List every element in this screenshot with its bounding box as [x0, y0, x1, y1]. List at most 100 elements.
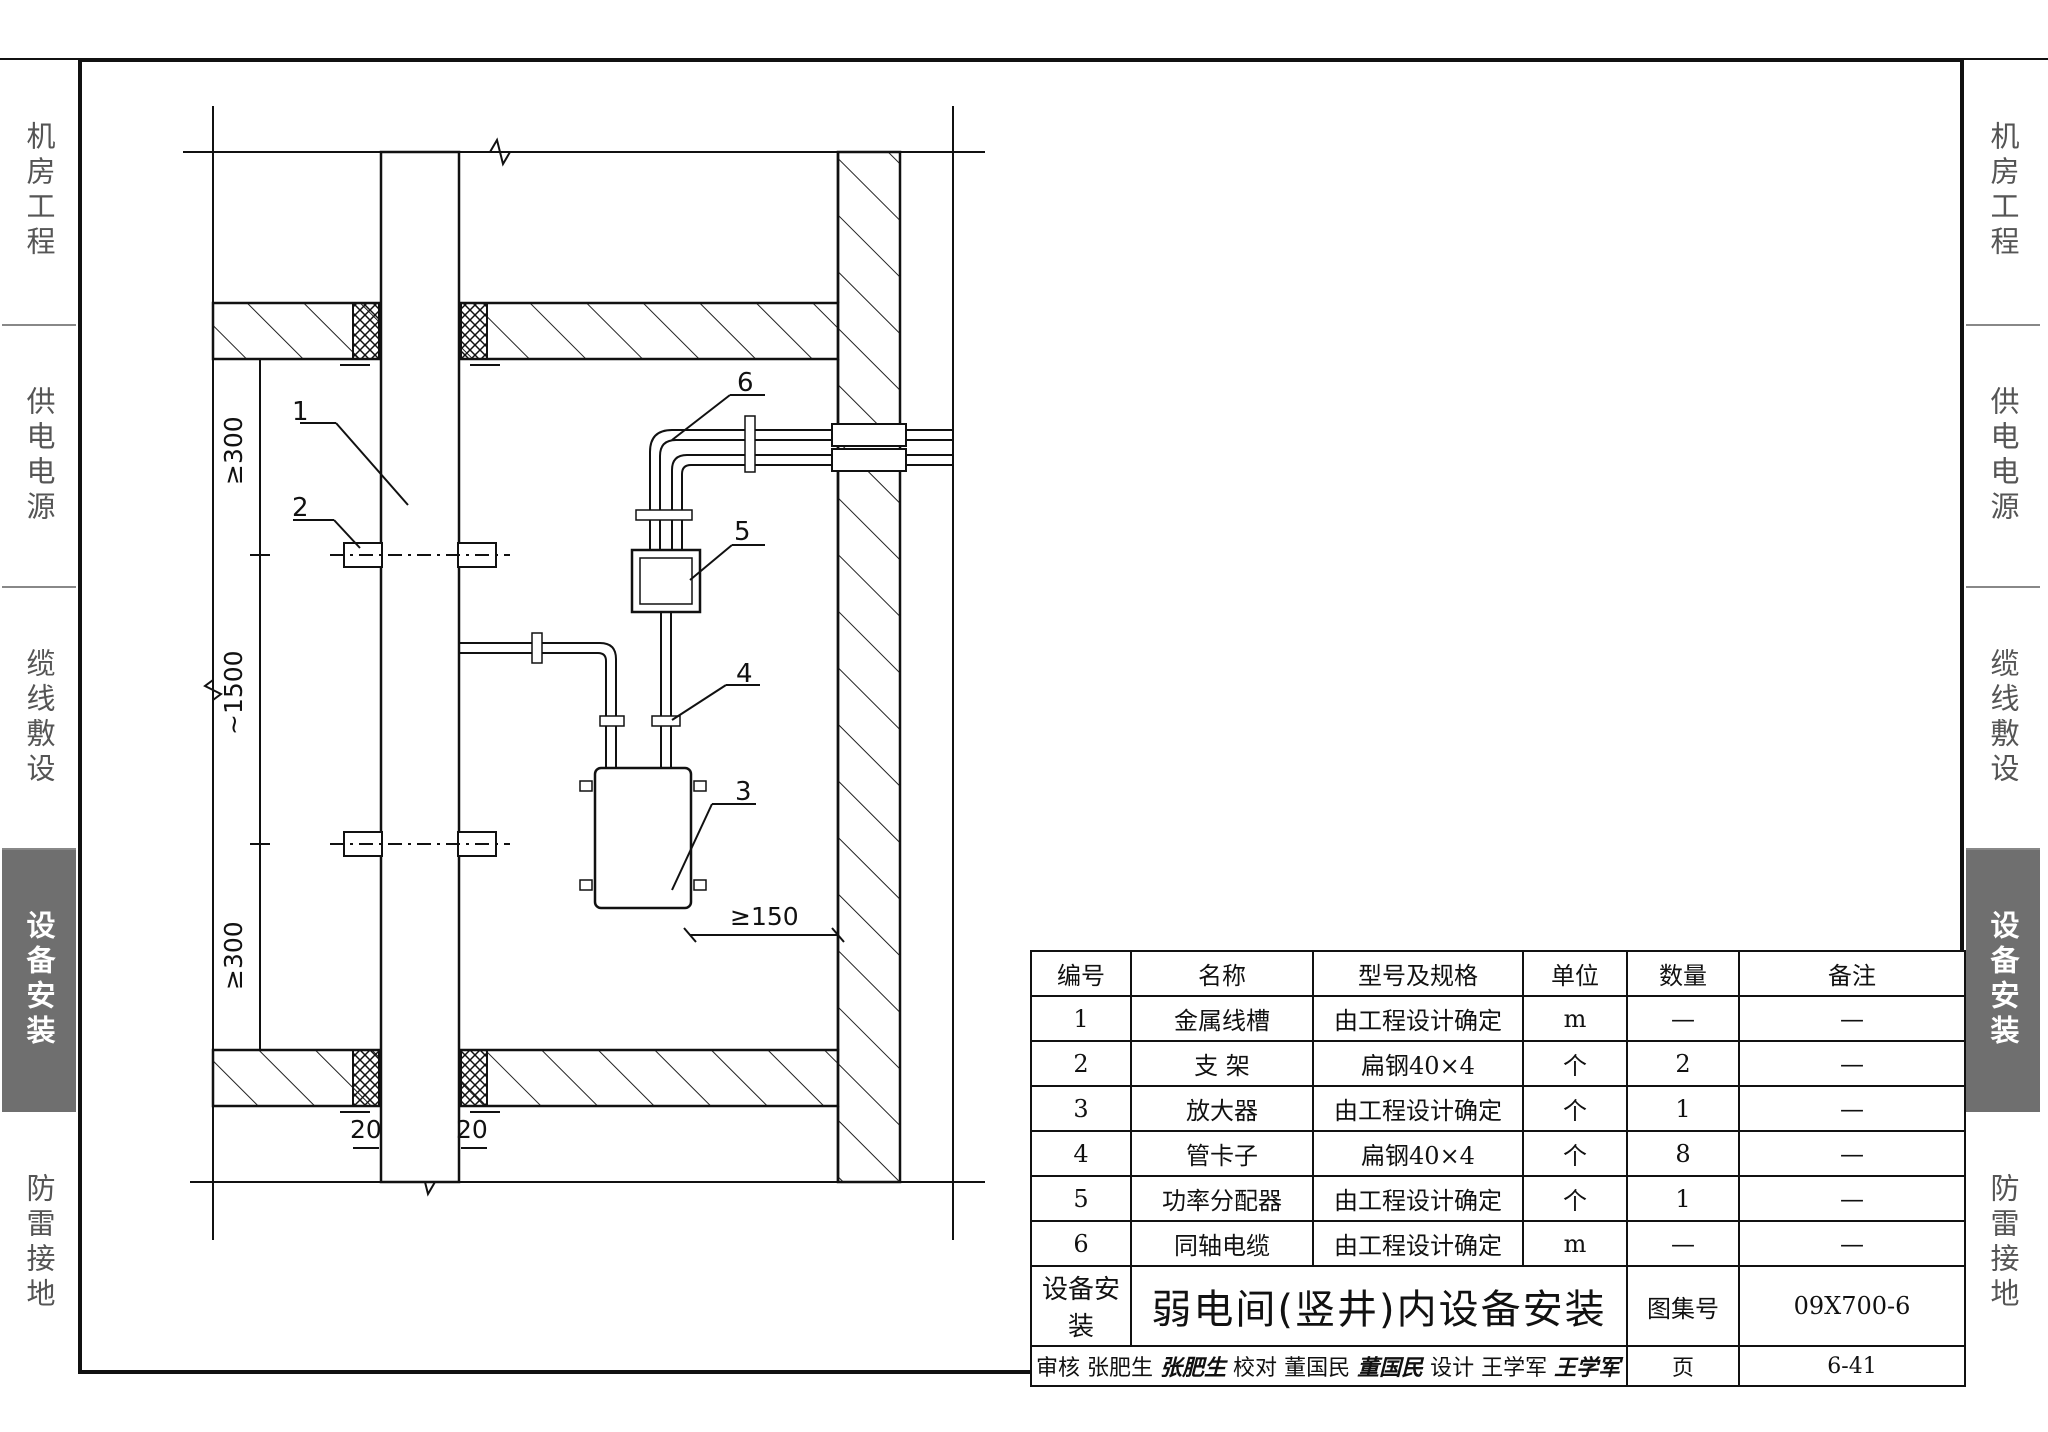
atlas-number: 09X700-6 — [1738, 1265, 1966, 1347]
dimension-lines — [250, 358, 845, 1149]
cell-qty: — — [1626, 1220, 1740, 1267]
cell-spec: 由工程设计确定 — [1312, 1220, 1524, 1267]
upper-floor-slab — [211, 301, 840, 361]
header-unit: 单位 — [1522, 950, 1628, 997]
cell-spec: 由工程设计确定 — [1312, 1175, 1524, 1222]
cell-no: 4 — [1030, 1130, 1132, 1177]
check-label: 校对 — [1233, 1356, 1278, 1381]
amplifier-box — [579, 766, 707, 910]
cell-unit: 个 — [1522, 1040, 1628, 1087]
dim-right-width: 20 — [456, 1115, 488, 1144]
cell-no: 2 — [1030, 1040, 1132, 1087]
side-tab-lightning-ground-right[interactable]: 防雷接地 — [1986, 1173, 2020, 1313]
side-tab-cabling[interactable]: 缆线敷设 — [2, 588, 76, 850]
page-label: 页 — [1626, 1345, 1740, 1387]
cell-unit: m — [1522, 995, 1628, 1042]
cell-qty: 1 — [1626, 1085, 1740, 1132]
signature-row: 审核 张肥生 张肥生 校对 董国民 董国民 设计 王学军 王学军 页 6-41 — [1030, 1345, 1966, 1387]
table-row: 2 支 架 扁钢40×4 个 2 — — [1030, 1040, 1966, 1087]
side-tab-power-supply-right[interactable]: 供电电源 — [1966, 326, 2040, 588]
cell-note: — — [1738, 1040, 1966, 1087]
cell-name: 支 架 — [1130, 1040, 1314, 1087]
atlas-label: 图集号 — [1626, 1265, 1740, 1347]
side-tab-cabling-right[interactable]: 缆线敷设 — [1966, 588, 2040, 850]
side-tab-machine-room[interactable]: 机房工程 — [2, 58, 76, 326]
cell-no: 5 — [1030, 1175, 1132, 1222]
design-label: 设计 — [1430, 1356, 1475, 1381]
cell-unit: 个 — [1522, 1130, 1628, 1177]
cell-unit: 个 — [1522, 1085, 1628, 1132]
callout-2: 2 — [292, 493, 309, 523]
cell-spec: 由工程设计确定 — [1312, 995, 1524, 1042]
side-tab-lightning-ground[interactable]: 防雷接地 — [22, 1173, 56, 1313]
dim-span-mid: ~1500 — [219, 650, 248, 735]
dim-gap-top: ≥300 — [219, 416, 248, 485]
dimension-texts: ≥300 ~1500 ≥300 ≥150 20 20 — [219, 416, 799, 1144]
cell-name: 放大器 — [1130, 1085, 1314, 1132]
equipment-table: 编号 名称 型号及规格 单位 数量 备注 1 金属线槽 由工程设计确定 m — … — [1030, 950, 1966, 1387]
checker-name: 董国民 — [1284, 1356, 1351, 1381]
pipe-clamps — [531, 415, 756, 727]
drawing-title: 弱电间(竖井)内设备安装 — [1130, 1265, 1628, 1347]
cell-note: — — [1738, 1175, 1966, 1222]
cell-note: — — [1738, 1085, 1966, 1132]
side-tab-equipment-install-right[interactable]: 设备安装 — [1966, 850, 2040, 1112]
header-note: 备注 — [1738, 950, 1966, 997]
cell-note: — — [1738, 1130, 1966, 1177]
callout-5: 5 — [734, 517, 751, 547]
cell-qty: 2 — [1626, 1040, 1740, 1087]
lower-floor-slab — [211, 1048, 840, 1108]
cell-note: — — [1738, 995, 1966, 1042]
review-label: 审核 — [1036, 1356, 1081, 1381]
header-name: 名称 — [1130, 950, 1314, 997]
right-concrete-wall — [836, 150, 902, 1184]
cell-spec: 扁钢40×4 — [1312, 1130, 1524, 1177]
cell-note: — — [1738, 1220, 1966, 1267]
signatures: 审核 张肥生 张肥生 校对 董国民 董国民 设计 王学军 王学军 — [1030, 1345, 1628, 1387]
designer-signature: 王学军 — [1554, 1355, 1621, 1381]
dim-gap-bottom: ≥300 — [219, 921, 248, 990]
table-row: 5 功率分配器 由工程设计确定 个 1 — — [1030, 1175, 1966, 1222]
table-header-row: 编号 名称 型号及规格 单位 数量 备注 — [1030, 950, 1966, 997]
section-label: 设备安装 — [1030, 1265, 1132, 1347]
cell-spec: 由工程设计确定 — [1312, 1085, 1524, 1132]
cell-no: 6 — [1030, 1220, 1132, 1267]
leader-lines — [293, 394, 765, 891]
cell-unit: 个 — [1522, 1175, 1628, 1222]
callout-1: 1 — [292, 397, 309, 427]
cell-no: 3 — [1030, 1085, 1132, 1132]
side-tab-power-supply[interactable]: 供电电源 — [2, 326, 76, 588]
cell-name: 同轴电缆 — [1130, 1220, 1314, 1267]
designer-name: 王学军 — [1481, 1356, 1548, 1381]
table-row: 3 放大器 由工程设计确定 个 1 — — [1030, 1085, 1966, 1132]
header-no: 编号 — [1030, 950, 1132, 997]
cell-unit: m — [1522, 1220, 1628, 1267]
callout-4: 4 — [736, 659, 753, 689]
side-tab-equipment-install[interactable]: 设备安装 — [2, 850, 76, 1112]
header-qty: 数量 — [1626, 950, 1740, 997]
cell-qty: — — [1626, 995, 1740, 1042]
bracket-lower — [330, 831, 510, 857]
cell-name: 管卡子 — [1130, 1130, 1314, 1177]
power-splitter-box — [630, 548, 702, 614]
side-tab-machine-room-right[interactable]: 机房工程 — [1966, 58, 2040, 326]
dim-left-width: 20 — [350, 1115, 382, 1144]
reviewer-signature: 张肥生 — [1160, 1355, 1227, 1381]
drawing-title-text: 弱电间(竖井)内设备安装 — [1151, 1287, 1607, 1333]
cell-name: 功率分配器 — [1130, 1175, 1314, 1222]
reviewer-name: 张肥生 — [1087, 1356, 1154, 1381]
table-row: 1 金属线槽 由工程设计确定 m — — — [1030, 995, 1966, 1042]
checker-signature: 董国民 — [1357, 1355, 1424, 1381]
cell-qty: 1 — [1626, 1175, 1740, 1222]
page-number: 6-41 — [1738, 1345, 1966, 1387]
cell-name: 金属线槽 — [1130, 995, 1314, 1042]
table-row: 6 同轴电缆 由工程设计确定 m — — — [1030, 1220, 1966, 1267]
callouts: 1 2 3 4 5 6 — [292, 368, 754, 807]
header-spec: 型号及规格 — [1312, 950, 1524, 997]
wall-sleeves — [831, 423, 907, 472]
cell-qty: 8 — [1626, 1130, 1740, 1177]
table-row: 4 管卡子 扁钢40×4 个 8 — — [1030, 1130, 1966, 1177]
metal-cable-trough — [340, 150, 500, 1184]
drawing-frame — [78, 58, 1964, 1374]
title-block-row: 设备安装 弱电间(竖井)内设备安装 图集号 09X700-6 — [1030, 1265, 1966, 1347]
